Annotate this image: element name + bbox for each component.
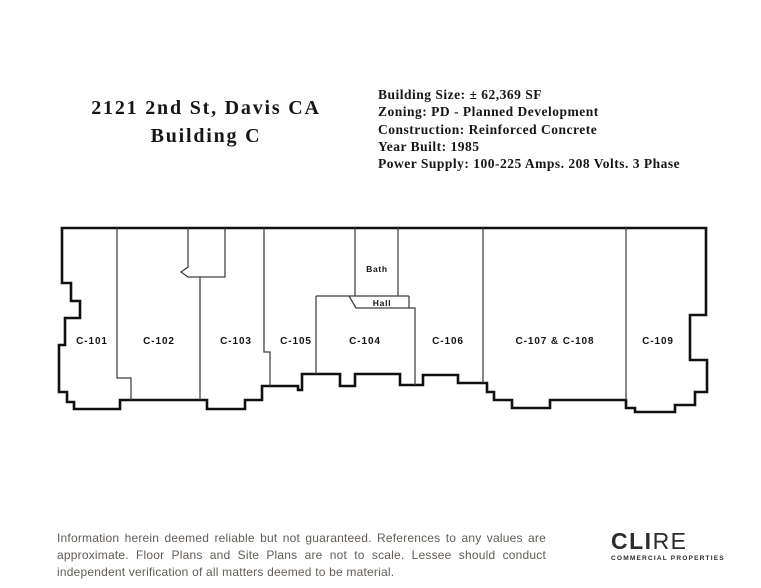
c104-right-wall	[408, 296, 416, 385]
room-label-c109: C-109	[642, 336, 674, 347]
hall-label: Hall	[373, 298, 391, 308]
page-title-line2: Building C	[150, 125, 262, 147]
building-outline	[57, 226, 709, 414]
detail-zoning: Zoning: PD - Planned Development	[378, 104, 599, 120]
room-label-c105: C-105	[280, 336, 312, 347]
disclaimer-text: Information herein deemed reliable but n…	[57, 531, 546, 579]
detail-construction: Construction: Reinforced Concrete	[378, 121, 598, 137]
divider-c101-c102	[116, 228, 132, 400]
room-label-c102: C-102	[143, 336, 175, 347]
clire-logo-light-part: RE	[652, 528, 688, 554]
room-label-c103: C-103	[220, 336, 252, 347]
page-title: 2121 2nd St, Davis CA Building C	[38, 94, 374, 150]
detail-building-size: Building Size: ± 62,369 SF	[378, 87, 543, 102]
bath-label: Bath	[366, 264, 388, 274]
room-label-c101: C-101	[76, 336, 108, 347]
clire-logo: CLIRE COMMERCIAL PROPERTIES	[611, 529, 741, 562]
room-label-c106: C-106	[432, 336, 464, 347]
clire-logo-bold-part: CLI	[611, 528, 653, 554]
detail-year-built: Year Built: 1985	[378, 138, 480, 154]
hall-outline	[348, 295, 409, 309]
divider-c103-c105	[263, 228, 271, 386]
closet-outline	[179, 228, 226, 278]
page-title-line1: 2121 2nd St, Davis CA	[91, 97, 321, 119]
clire-logo-wordmark: CLIRE	[611, 529, 741, 553]
building-details: Building Size: ± 62,369 SF Zoning: PD - …	[378, 86, 728, 172]
room-label-c104: C-104	[349, 336, 381, 347]
clire-logo-tagline: COMMERCIAL PROPERTIES	[611, 555, 725, 562]
detail-power-supply: Power Supply: 100-225 Amps. 208 Volts. 3…	[378, 156, 681, 172]
room-label-c107-c108: C-107 & C-108	[516, 336, 595, 347]
